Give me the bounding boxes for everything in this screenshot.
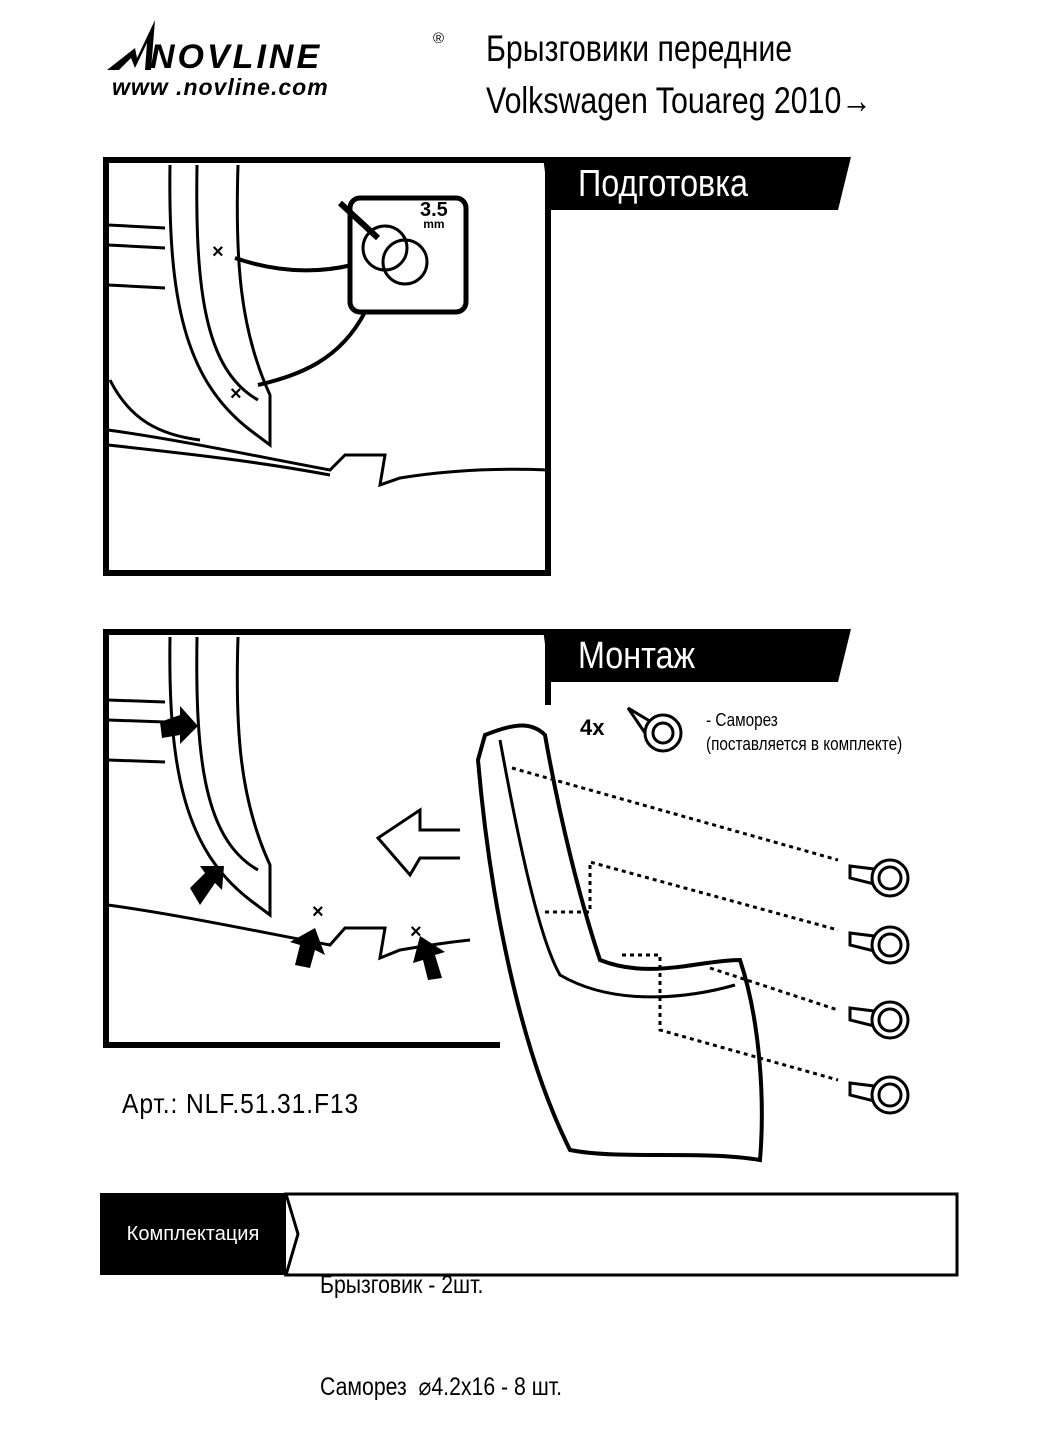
instruction-drawings: × × × × (103, 157, 959, 1277)
screw-quantity: 4x (580, 715, 605, 740)
kit-items: Брызговик - 2шт. Саморез ⌀4.2x16 - 8 шт. (320, 1200, 562, 1438)
arrow-icon (234, 256, 353, 273)
vehicle-title: Volkswagen Touareg 2010→ (486, 80, 872, 121)
mounting-tab-bg (543, 629, 851, 682)
drill-bit-icon (337, 200, 381, 241)
kit-item: Брызговик - 2шт. (320, 1271, 484, 1299)
arrow-icon (257, 311, 367, 387)
preparation-title: Подготовка (578, 163, 749, 205)
kit-label: Комплектация (100, 1193, 286, 1275)
screw-guide-lines (511, 766, 839, 1082)
screw-legend-icon (626, 706, 683, 753)
novline-logo-mark (107, 20, 155, 70)
clip-mark-icon: × (312, 901, 324, 923)
kit-item: Саморез ⌀4.2x16 - 8 шт. (320, 1373, 563, 1401)
arrow-icons (160, 706, 445, 980)
screw-icon (848, 858, 910, 898)
screw-icons (626, 706, 910, 1115)
drill-unit: mm (423, 217, 445, 231)
screw-icon (848, 1075, 910, 1115)
mounting-title: Монтаж (578, 635, 696, 677)
kit-box (283, 1192, 959, 1277)
kit-label-text: Комплектация (126, 1222, 260, 1245)
drill-mark-icon: × (212, 241, 224, 263)
screw-note: (поставляется в комплекте) (706, 734, 903, 754)
screw-icon (848, 925, 910, 965)
registered-mark: ® (433, 30, 445, 47)
screw-icon (848, 1000, 910, 1040)
article-number: Арт.: NLF.51.31.F13 (122, 1088, 360, 1119)
clip-mark-icon: × (410, 921, 422, 943)
product-title: Брызговики передние (486, 28, 793, 69)
drill-size: 3.5 (420, 199, 448, 221)
preparation-drawing: × × (103, 157, 551, 576)
mudflap (475, 723, 764, 1163)
mounting-drawing: × × (103, 629, 839, 1163)
direction-arrow-icon (375, 807, 460, 878)
drill-detail-box (347, 195, 469, 315)
screw-legend: - Саморез (поставляется в комплекте) (706, 708, 902, 756)
screw-label: - Саморез (706, 710, 778, 730)
website-url: www .novline.com (112, 74, 329, 100)
brand-logo: NOVLINE (150, 38, 323, 76)
drill-mark-icon: × (230, 383, 242, 405)
preparation-tab-bg (543, 157, 851, 210)
